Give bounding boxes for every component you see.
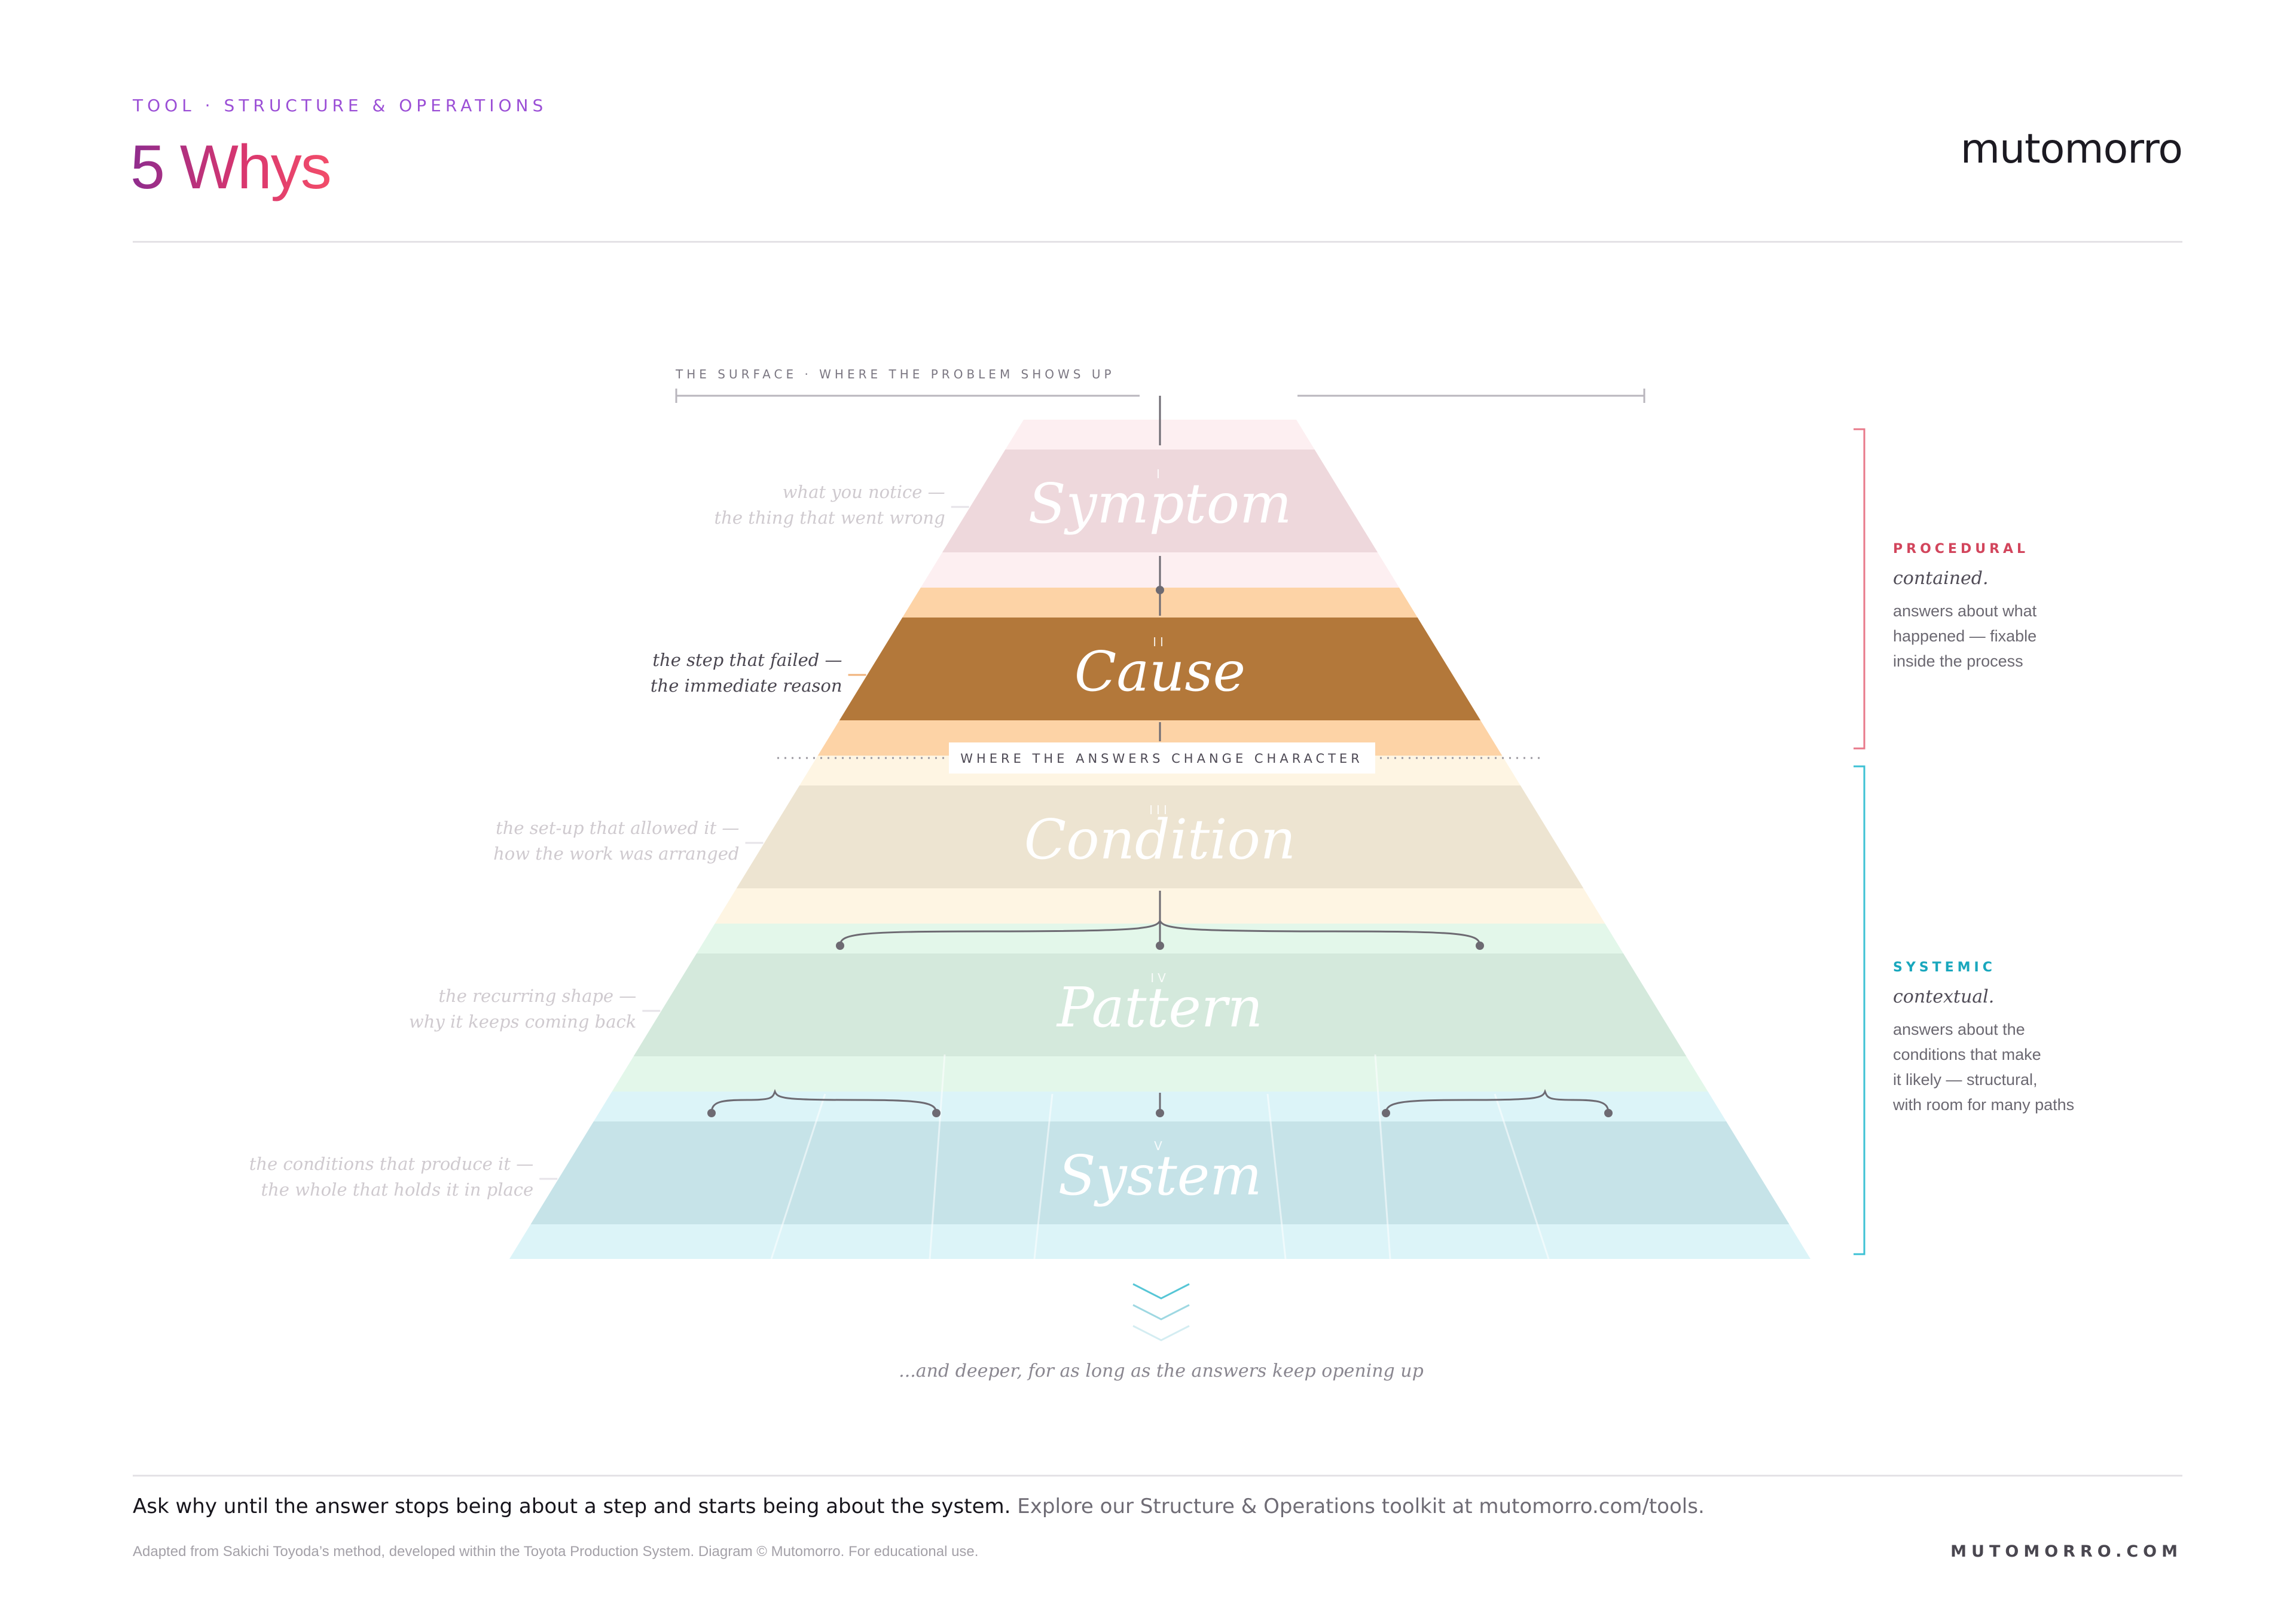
footer-url-link[interactable]: MUTOMORRO.COM xyxy=(1950,1542,2182,1561)
group-description-line: answers about the xyxy=(1893,1020,2025,1038)
level-numeral: IV xyxy=(1150,971,1170,985)
branch-brace-system-right xyxy=(1385,1089,1610,1114)
level-note-line-1: the recurring shape — xyxy=(438,986,636,1006)
page-title: 5 Whys xyxy=(130,130,332,205)
group-description-line: happened — fixable xyxy=(1893,627,2037,645)
group-label: SYSTEMIC xyxy=(1893,960,1996,975)
deeper-chevrons-icon xyxy=(1132,1283,1190,1341)
level-name-symptom: Symptom xyxy=(1028,472,1292,536)
branch-nodes xyxy=(707,942,1613,1117)
footer-message-link-text[interactable]: Explore our Structure & Operations toolk… xyxy=(1010,1494,1705,1518)
level-numeral: III xyxy=(1149,803,1171,817)
surface-bracket xyxy=(675,389,1645,403)
group-bracket-procedural xyxy=(1854,428,1866,750)
header-divider xyxy=(133,241,2182,243)
spine-nodes xyxy=(1156,586,1164,1117)
character-divider-box xyxy=(949,742,1375,774)
five-whys-pyramid-diagram: THE SURFACE · WHERE THE PROBLEM SHOWS UP xyxy=(249,367,2074,1381)
level-name-cause: Cause xyxy=(1074,640,1245,704)
group-subtitle: contextual. xyxy=(1893,986,1994,1007)
level-labels: ISymptomIICauseIIIConditionIVPatternVSys… xyxy=(1024,467,1296,1208)
level-note-line-1: the step that failed — xyxy=(652,650,842,670)
group-description-line: it likely — structural, xyxy=(1893,1071,2038,1089)
deeper-label: ...and deeper, for as long as the answer… xyxy=(899,1361,1424,1381)
branch-brace-system-left xyxy=(710,1089,938,1114)
level-notes: what you notice — the thing that went wro… xyxy=(249,482,969,1200)
group-description-line: inside the process xyxy=(1893,652,2023,670)
level-note-line-1: what you notice — xyxy=(783,482,945,502)
level-name-condition: Condition xyxy=(1024,808,1296,872)
level-note-line-2: why it keeps coming back xyxy=(409,1011,636,1032)
level-numeral: I xyxy=(1156,467,1164,481)
level-name-system: System xyxy=(1058,1144,1262,1208)
group-description-line: with room for many paths xyxy=(1892,1096,2074,1114)
level-note-line-1: the set-up that allowed it — xyxy=(496,818,739,838)
group-subtitle: contained. xyxy=(1893,568,1989,589)
branch-brace-pattern xyxy=(839,918,1481,946)
level-note-line-2: how the work was arranged xyxy=(493,843,739,864)
level-numeral: V xyxy=(1154,1139,1166,1153)
brand-logo[interactable]: mutomorro xyxy=(1960,126,2183,173)
level-numeral: II xyxy=(1153,635,1167,649)
group-bracket-systemic xyxy=(1854,765,1866,1255)
level-note-line-2: the whole that holds it in place xyxy=(261,1179,533,1200)
group-description-line: conditions that make xyxy=(1893,1046,2041,1063)
footer-message: Ask why until the answer stops being abo… xyxy=(133,1494,1705,1518)
pyramid-pillars xyxy=(770,1054,1550,1259)
character-divider-label: WHERE THE ANSWERS CHANGE CHARACTER xyxy=(960,751,1363,766)
level-core-4 xyxy=(509,953,1810,1056)
footer-credit: Adapted from Sakichi Toyoda’s method, de… xyxy=(133,1543,979,1560)
level-note-line-1: the conditions that produce it — xyxy=(249,1154,533,1174)
group-label: PROCEDURAL xyxy=(1893,542,2029,557)
group-brackets: PROCEDURAL contained. answers about what ha… xyxy=(1854,428,2074,1255)
level-note-line-2: the thing that went wrong xyxy=(714,508,945,528)
footer-message-bold: Ask why until the answer stops being abo… xyxy=(133,1494,1011,1518)
surface-label: THE SURFACE · WHERE THE PROBLEM SHOWS UP xyxy=(675,367,1115,381)
level-name-pattern: Pattern xyxy=(1056,976,1263,1040)
footer-divider xyxy=(133,1475,2182,1477)
level-note-line-2: the immediate reason xyxy=(651,676,842,696)
group-description-line: answers about what xyxy=(1893,602,2037,620)
eyebrow: TOOL · STRUCTURE & OPERATIONS xyxy=(133,96,548,115)
level-core-5 xyxy=(509,1121,1810,1224)
